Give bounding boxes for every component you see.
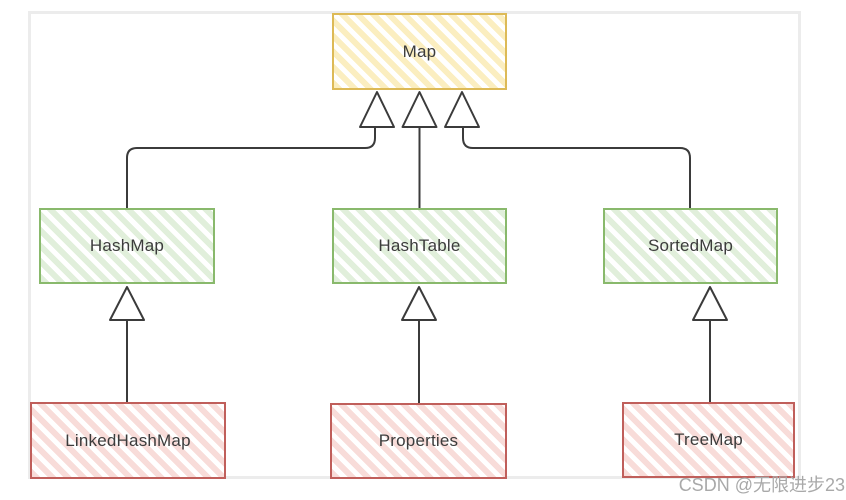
class-node-treemap: TreeMap	[622, 402, 795, 478]
class-node-sortedmap-label: SortedMap	[648, 236, 733, 255]
class-node-treemap-label: TreeMap	[674, 430, 743, 449]
class-node-hashmap: HashMap	[39, 208, 215, 284]
class-node-map: Map	[332, 13, 507, 90]
csdn-watermark: CSDN @无限进步23	[678, 475, 845, 495]
class-node-hashmap-label: HashMap	[89, 236, 165, 255]
class-node-hashtable-label: HashTable	[378, 236, 461, 255]
class-node-map-label: Map	[402, 41, 437, 61]
class-node-sortedmap: SortedMap	[603, 208, 778, 284]
class-node-properties: Properties	[330, 403, 507, 479]
class-node-linkedhashmap-label: LinkedHashMap	[65, 430, 191, 450]
class-node-hashtable: HashTable	[332, 208, 507, 284]
class-node-properties-label: Properties	[378, 431, 459, 450]
class-node-linkedhashmap: LinkedHashMap	[30, 402, 226, 479]
